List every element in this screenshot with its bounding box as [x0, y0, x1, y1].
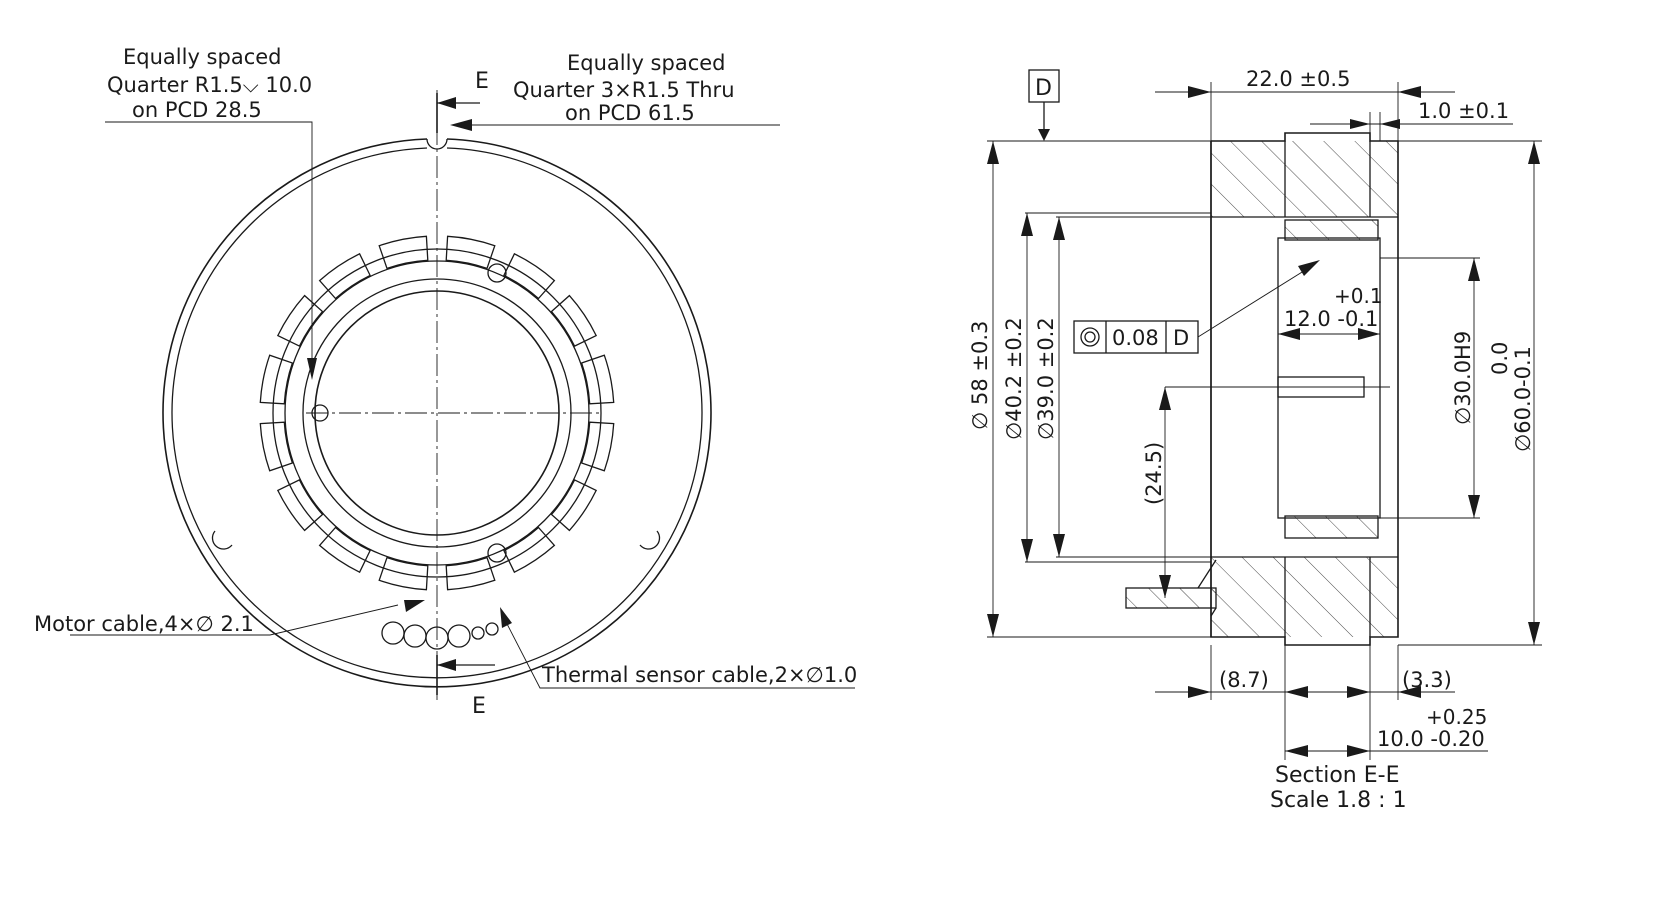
tolerance-datum: D	[1173, 326, 1189, 350]
dim-33: (3.3)	[1402, 668, 1452, 692]
thermal-cable-label: Thermal sensor cable,2×∅1.0	[541, 663, 857, 687]
cable-stub	[1125, 587, 1217, 609]
magnet-segment	[580, 421, 615, 472]
magnet-segment	[318, 526, 371, 574]
note-left-line1: Equally spaced	[123, 45, 281, 69]
note-right-line2: Quarter 3×R1.5 Thru	[513, 78, 735, 102]
magnet-segment	[276, 294, 324, 347]
note-right-arrowhead	[450, 119, 472, 131]
side-notch-right	[639, 530, 661, 550]
dim-d60-upper: 0.0	[1488, 342, 1512, 375]
motor-cable-leader	[70, 604, 399, 636]
note-right-line1: Equally spaced	[567, 51, 725, 75]
magnet-segment	[318, 252, 371, 300]
magnet-segment	[259, 354, 294, 405]
note-right-line3: on PCD 61.5	[565, 101, 695, 125]
dim-10: 10.0 -0.20	[1377, 727, 1485, 751]
dim-d60: ∅60.0-0.1	[1511, 346, 1535, 452]
magnet-segment	[378, 556, 429, 591]
magnet-segment	[259, 421, 294, 472]
section-caption: Section E-E	[1275, 763, 1399, 788]
magnet-segment	[378, 235, 429, 270]
magnet-segment	[580, 354, 615, 405]
pcd-hole-bottom	[487, 543, 507, 563]
dim-10-upper: +0.25	[1426, 705, 1487, 729]
section-label-bottom: E	[472, 694, 486, 719]
note-left-arrowhead	[307, 358, 317, 380]
hatched-regions	[1126, 141, 1398, 637]
tolerance-value: 0.08	[1112, 326, 1159, 350]
magnet-segment	[445, 556, 496, 591]
cable-bundle	[381, 621, 499, 650]
magnet-segment	[276, 479, 324, 532]
motor-cable-label: Motor cable,4×∅ 2.1	[34, 612, 254, 636]
motor-cable	[447, 624, 471, 648]
thermal-cable-arrowhead	[500, 607, 512, 628]
magnet-segment	[445, 235, 496, 270]
dim-length: 22.0 ±0.5	[1246, 67, 1350, 91]
datum-label: D	[1035, 76, 1052, 101]
note-left-line2: Quarter R1.5⌵ 10.0	[107, 73, 312, 97]
rotor-top-ring	[1284, 219, 1379, 241]
motor-cable-arrowhead	[404, 600, 425, 612]
note-left-line3: on PCD 28.5	[132, 98, 262, 122]
dim-12: 12.0 -0.1	[1284, 307, 1378, 331]
section-view: D 22.0 ±0.5 1.0 ±0.1 ∅ 58 ±0.3 ∅40.2 ±0.…	[968, 67, 1542, 813]
note-left-leader	[105, 121, 313, 375]
motor-cable	[381, 621, 405, 645]
thermal-cable	[471, 626, 485, 640]
motor-cable	[403, 624, 427, 648]
thermal-cable	[485, 622, 499, 636]
dim-12-upper: +0.1	[1334, 284, 1383, 308]
dim-d390: ∅39.0 ±0.2	[1034, 317, 1058, 440]
thermal-cable-leader	[504, 619, 855, 689]
pcd-hole-top	[487, 263, 507, 283]
scale-caption: Scale 1.8 : 1	[1270, 788, 1407, 813]
front-view: E E Equally spaced Quarter R1.5⌵ 10.0 on…	[34, 45, 857, 719]
magnet-segment	[503, 526, 556, 574]
dim-d58: ∅ 58 ±0.3	[968, 321, 992, 430]
section-arrowhead-bottom	[437, 659, 456, 671]
magnet-segments	[259, 235, 615, 591]
section-label-top: E	[475, 69, 489, 94]
section-arrowhead-top	[437, 97, 456, 109]
dim-245: (24.5)	[1142, 442, 1166, 505]
side-notch-left	[211, 530, 233, 550]
concentricity-icon	[1080, 327, 1100, 347]
rotor-block	[1277, 237, 1381, 519]
magnet-segment	[503, 252, 556, 300]
magnet-segment	[550, 479, 598, 532]
magnet-segment	[550, 294, 598, 347]
dim-flange: 1.0 ±0.1	[1418, 99, 1509, 123]
dim-87: (8.7)	[1219, 668, 1269, 692]
dim-d402: ∅40.2 ±0.2	[1002, 317, 1026, 440]
dim-d30: ∅30.0H9	[1451, 331, 1475, 425]
rotor-bottom-ring	[1284, 515, 1379, 539]
